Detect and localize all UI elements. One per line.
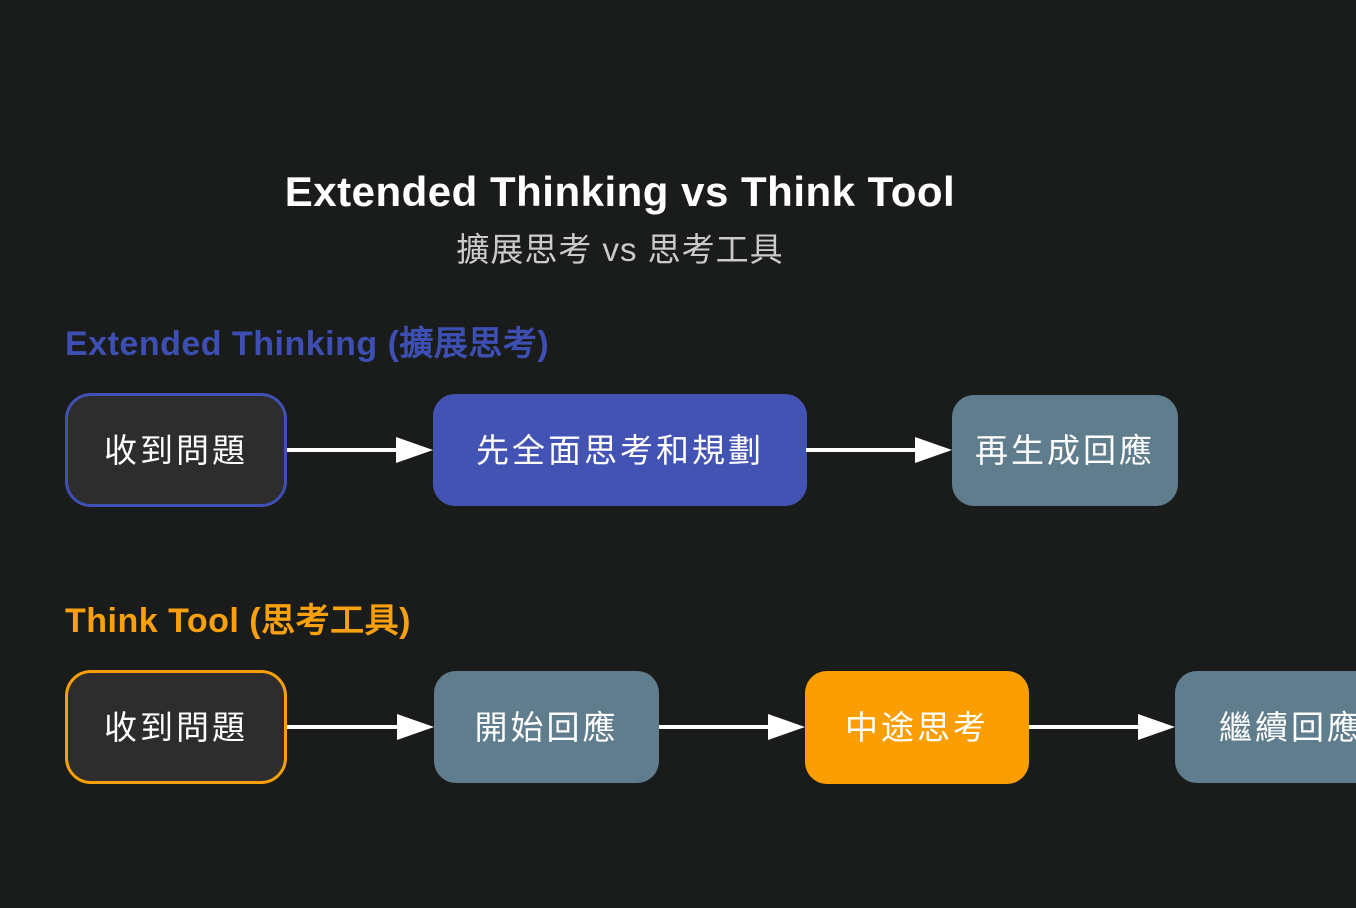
- diagram-title: Extended Thinking vs Think Tool: [284, 168, 956, 215]
- flow-arrow-icon: [806, 437, 952, 463]
- node-label: 中途思考: [845, 709, 989, 746]
- flow-arrow-icon: [287, 437, 433, 463]
- flow-arrow-icon: [659, 714, 805, 740]
- flow-node-continue-response: 繼續回應: [1175, 671, 1356, 783]
- node-label: 收到問題: [104, 708, 248, 746]
- flow-node-receive-question-extended: 收到問題: [65, 393, 287, 507]
- section-heading-extended-thinking: Extended Thinking (擴展思考): [65, 325, 550, 363]
- flow-arrow-icon: [1029, 714, 1175, 740]
- node-label: 再生成回應: [975, 432, 1155, 469]
- diagram-subtitle: 擴展思考 vs 思考工具: [456, 231, 784, 268]
- flow-node-receive-question-thinktool: 收到問題: [65, 670, 287, 784]
- flow-arrow-icon: [287, 714, 434, 740]
- flow-node-start-response: 開始回應: [434, 671, 659, 783]
- section-heading-think-tool: Think Tool (思考工具): [65, 602, 411, 640]
- node-label: 收到問題: [104, 431, 248, 469]
- flow-node-then-generate-response: 再生成回應: [952, 395, 1178, 506]
- flow-node-mid-thinking: 中途思考: [805, 671, 1029, 784]
- flow-node-think-and-plan-first: 先全面思考和規劃: [433, 394, 807, 506]
- node-label: 先全面思考和規劃: [476, 431, 764, 469]
- node-label: 繼續回應: [1219, 708, 1356, 746]
- node-label: 開始回應: [474, 708, 619, 746]
